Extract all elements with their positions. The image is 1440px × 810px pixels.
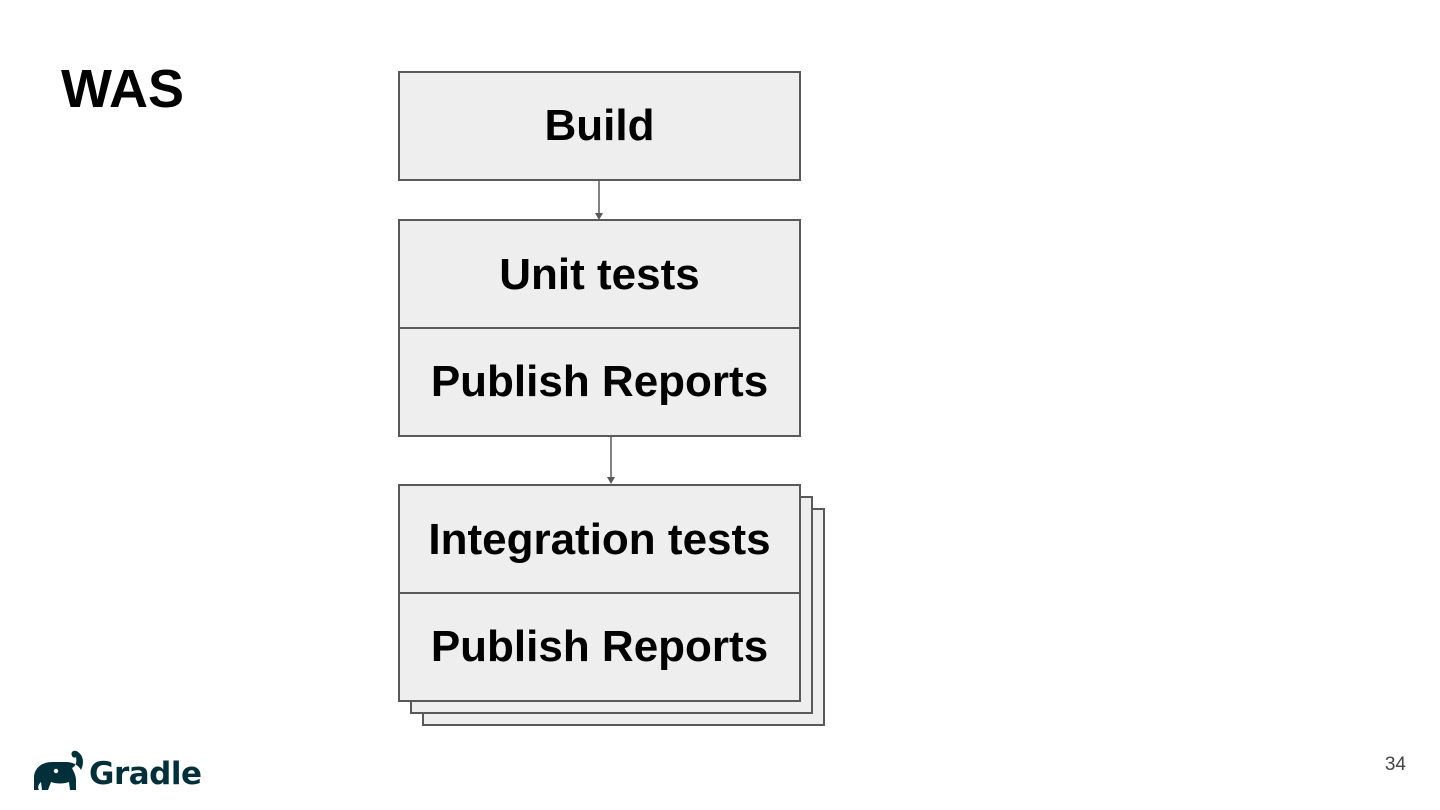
integration-tests-box: Integration tests [398,484,801,595]
gradle-elephant-icon [34,750,83,790]
publish-reports-box-integration: Publish Reports [398,592,801,702]
gradle-wordmark: Gradle [89,756,202,792]
arrow-publish-to-integration-tests [607,436,615,484]
build-box: Build [398,71,801,181]
unit-tests-box: Unit tests [398,219,801,330]
page-number: 34 [1384,754,1406,775]
arrow-build-to-unit-tests [595,180,603,220]
slide-title: WAS [61,59,185,119]
publish-reports-box: Publish Reports [398,327,801,437]
gradle-logo: Gradle [26,744,202,792]
